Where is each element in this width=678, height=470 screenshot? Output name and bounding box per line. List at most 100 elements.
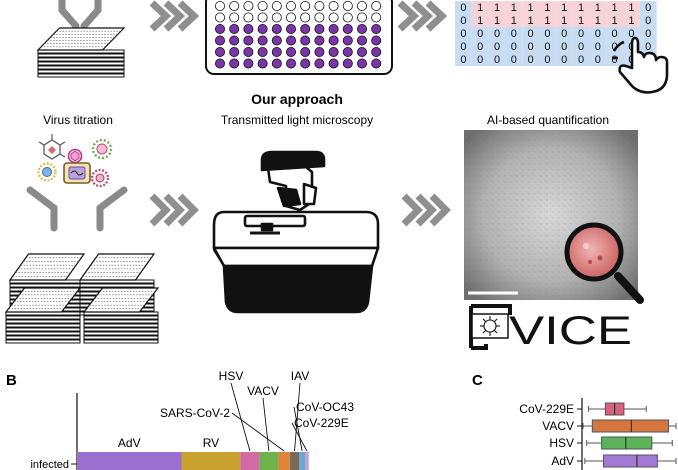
well-empty: [214, 12, 225, 23]
matrix-value: 0: [628, 28, 634, 40]
matrix-cell: [488, 53, 506, 66]
matrix-value: 0: [528, 28, 534, 40]
bar-segment: [289, 452, 300, 470]
plate-top-layer: [37, 73, 125, 78]
funnel-middle: [26, 186, 128, 232]
plate-front-right-layer: [83, 331, 159, 336]
well-empty: [342, 12, 353, 23]
well-filled: [371, 58, 382, 69]
matrix-cell: [589, 1, 607, 14]
matrix-value: 0: [645, 28, 651, 40]
matrix-value: 0: [494, 54, 500, 66]
stage-label-titration: Virus titration: [43, 113, 113, 127]
plate-front-right-layer: [83, 335, 159, 340]
plate-front-right-layer: [83, 319, 159, 324]
matrix-cell: [455, 53, 472, 66]
plate-front-left-layer: [5, 327, 81, 332]
well-empty: [257, 1, 268, 11]
well-filled: [328, 35, 339, 46]
well-filled: [300, 58, 311, 69]
well-filled: [214, 58, 225, 69]
matrix-value: 0: [528, 41, 534, 53]
matrix-value: 0: [595, 28, 601, 40]
matrix-cell: [522, 27, 539, 40]
plate-front-right-layer: [83, 327, 159, 332]
matrix-value: 0: [544, 54, 550, 66]
matrix-value: 0: [578, 28, 584, 40]
matrix-cell: [639, 1, 657, 14]
well-filled: [271, 58, 282, 69]
matrix-value: 0: [595, 41, 601, 53]
well-filled: [243, 47, 254, 58]
plate-back-left-top: [8, 253, 86, 281]
matrix-value: 0: [511, 54, 517, 66]
well-filled: [342, 23, 353, 34]
well-filled: [356, 58, 367, 69]
matrix-value: 1: [595, 15, 601, 27]
spiky-virus-icon: [91, 138, 113, 160]
plate-front-right-layer: [83, 339, 159, 344]
well-empty: [229, 1, 240, 11]
well-empty: [328, 12, 339, 23]
arrow-chevrons-middle: [149, 193, 199, 227]
well-filled: [229, 23, 240, 34]
well-empty: [300, 1, 311, 11]
bar-segment: [181, 452, 241, 470]
matrix-cell: [589, 53, 607, 66]
matrix-value: 1: [628, 15, 634, 27]
matrix-value: 0: [477, 54, 483, 66]
well-filled: [300, 23, 311, 34]
well-filled: [271, 23, 282, 34]
matrix-value: 1: [612, 15, 618, 27]
plate-front-left-top: [4, 287, 82, 313]
matrix-cell: [589, 40, 607, 53]
matrix-cell: [639, 40, 657, 53]
well-empty: [371, 12, 382, 23]
plate-front-right-layer: [83, 315, 159, 320]
matrix-cell: [505, 53, 523, 66]
matrix-value: 1: [528, 2, 534, 14]
matrix-value: 0: [460, 2, 466, 14]
matrix-value: 1: [511, 15, 517, 27]
well-filled: [285, 58, 296, 69]
well-empty: [243, 1, 254, 11]
virus-label: CoV-229E: [294, 416, 349, 430]
plate-top-layer: [37, 61, 125, 66]
leader-line: [291, 422, 308, 452]
well-filled: [257, 47, 268, 58]
well-empty: [257, 12, 268, 23]
well-filled: [271, 47, 282, 58]
matrix-cell: [555, 1, 573, 14]
well-empty: [356, 12, 367, 23]
matrix-value: 0: [477, 28, 483, 40]
matrix-cell: [555, 40, 573, 53]
well-filled: [214, 47, 225, 58]
well-filled: [342, 47, 353, 58]
matrix-value: 1: [595, 2, 601, 14]
matrix-value: 0: [561, 41, 567, 53]
well-filled: [243, 23, 254, 34]
matrix-cell: [505, 40, 523, 53]
logo-text: VICE: [509, 309, 632, 353]
virus-label: VACV: [247, 384, 279, 398]
well-filled: [342, 58, 353, 69]
coronavirus-icon-left: [37, 162, 57, 182]
plate-top-layer: [37, 65, 125, 70]
well-empty: [356, 1, 367, 11]
matrix-value: 1: [477, 2, 483, 14]
well-empty: [229, 12, 240, 23]
matrix-value: 1: [511, 2, 517, 14]
matrix-value: 0: [645, 41, 651, 53]
matrix-value: 1: [561, 2, 567, 14]
matrix-value: 0: [612, 54, 618, 66]
well-filled: [229, 35, 240, 46]
matrix-cell: [572, 1, 590, 14]
matrix-cell: [455, 14, 472, 27]
segment-label: RV: [203, 436, 219, 450]
well-filled: [285, 35, 296, 46]
virus-glyph-icon: [480, 316, 500, 336]
well-filled: [314, 23, 325, 34]
well-empty: [285, 1, 296, 11]
